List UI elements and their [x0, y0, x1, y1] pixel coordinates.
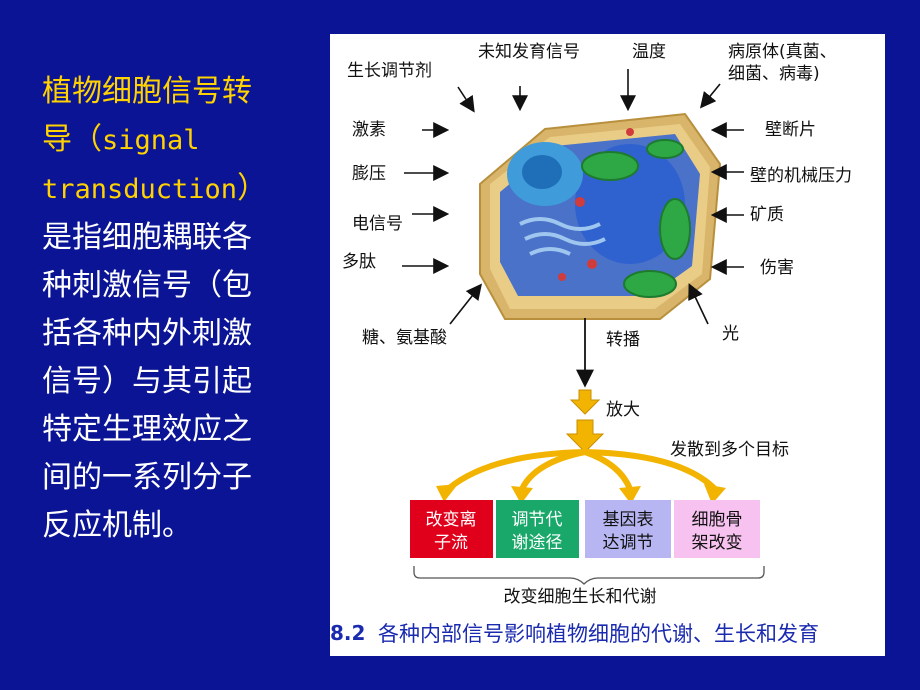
- signal-sugar-aminoacid: 糖、氨基酸: [362, 328, 447, 348]
- target-cytoskeleton-line1: 细胞骨: [692, 510, 743, 530]
- signal-wall-mechanical-pressure: 壁的机械压力: [750, 166, 852, 186]
- target-box-cytoskeleton: [674, 500, 760, 558]
- body-line: 特定生理效应之: [42, 412, 252, 447]
- signal-electrical: 电信号: [352, 214, 403, 234]
- title-highlight: 植物细胞信号转: [42, 74, 252, 109]
- target-box-gene-expression: [585, 500, 671, 558]
- body-line: 括各种内外刺激: [42, 316, 252, 351]
- signal-diagram-figure: 生长调节剂 未知发育信号 温度 病原体(真菌、 细菌、病毒) 激素 膨压 电信号…: [330, 34, 885, 656]
- signal-growth-regulator: 生长调节剂: [347, 61, 432, 81]
- step-amplify: 放大: [606, 400, 640, 420]
- body-line: 信号）与其引起: [42, 364, 252, 399]
- paren-open: （: [72, 122, 102, 157]
- signal-unknown-development: 未知发育信号: [478, 42, 580, 62]
- signal-injury: 伤害: [760, 258, 794, 278]
- body-line: 种刺激信号（包: [42, 268, 252, 303]
- target-metabolic-line1: 调节代: [512, 510, 563, 530]
- step-diverge: 发散到多个目标: [670, 440, 789, 460]
- body-line: 间的一系列分子: [42, 460, 252, 495]
- target-gene-line2: 达调节: [603, 533, 654, 553]
- diagram-svg: 生长调节剂 未知发育信号 温度 病原体(真菌、 细菌、病毒) 激素 膨压 电信号…: [330, 42, 852, 646]
- signal-temperature: 温度: [632, 42, 666, 62]
- signal-pathogen-line2: 细菌、病毒): [728, 64, 820, 84]
- target-box-metabolic: [496, 500, 579, 558]
- target-ion-flux-line1: 改变离: [426, 510, 477, 530]
- signal-hormone: 激素: [352, 120, 386, 140]
- outcome-bracket: [413, 566, 765, 585]
- signal-wall-fragment: 壁断片: [765, 120, 816, 140]
- caption-number: 8.2: [330, 621, 365, 645]
- signal-pathogen-line1: 病原体(真菌、: [728, 42, 837, 62]
- term-signal: signal: [102, 125, 200, 156]
- signal-mineral: 矿质: [750, 205, 784, 225]
- target-cytoskeleton-line2: 架改变: [692, 533, 743, 553]
- diverge-arrows: [446, 449, 718, 492]
- caption-text: 各种内部信号影响植物细胞的代谢、生长和发育: [378, 622, 819, 646]
- outcome-label: 改变细胞生长和代谢: [504, 587, 657, 607]
- signal-polypeptide: 多肽: [342, 252, 376, 272]
- title-highlight-end: 导: [42, 122, 72, 157]
- amplify-arrows: [565, 389, 605, 453]
- body-line: 是指细胞耦联各: [42, 220, 252, 255]
- target-metabolic-line2: 谢途径: [512, 533, 563, 553]
- target-gene-line1: 基因表: [603, 510, 654, 530]
- slide-text-block: 植物细胞信号转 导（signal transduction） 是指细胞耦联各 种…: [42, 68, 304, 550]
- target-box-ion-flux: [410, 500, 493, 558]
- signal-light: 光: [722, 324, 739, 344]
- body-line: 反应机制。: [42, 508, 192, 543]
- signal-turgor: 膨压: [352, 164, 386, 184]
- plant-cell-illustration: [479, 112, 722, 320]
- term-transduction: transduction: [42, 174, 238, 205]
- paren-close: ）: [237, 171, 268, 206]
- target-ion-flux-line2: 子流: [434, 533, 468, 553]
- step-transmit: 转播: [606, 330, 640, 350]
